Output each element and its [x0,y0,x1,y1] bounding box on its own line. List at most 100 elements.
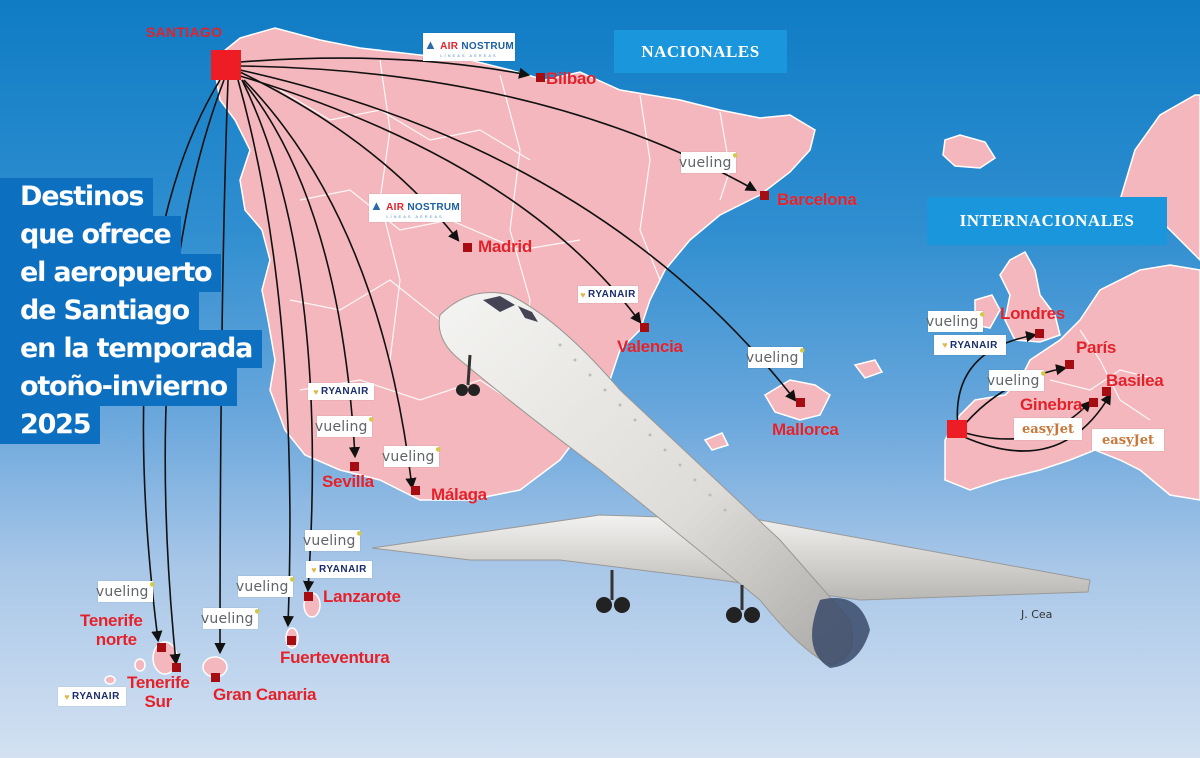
route-lanzarote [241,79,315,593]
headline-line: 2025 [0,406,101,444]
city-label-tenerife-norte: Tenerife norte [80,611,143,649]
city-label-tenerife-sur: Tenerife Sur [127,673,190,711]
city-label-line: Tenerife [127,673,190,692]
city-label-madrid: Madrid [478,237,532,256]
vueling-logo-mallorca: vueling● [746,347,806,368]
city-dot-fuerteventura [287,636,296,645]
ryanair-logo-londres: ♥RYANAIR [934,335,1006,355]
city-label-line: norte [95,630,137,649]
origin-marker-santiago-europe [947,420,967,438]
vueling-logo-fuerteventura: vueling● [236,576,296,597]
easyjet-logo-basilea: easyJet [1092,429,1164,451]
harp-icon: ♥ [942,340,949,350]
city-label-basilea: Basilea [1106,371,1164,390]
city-label-malaga: Málaga [431,485,487,504]
harp-icon: ♥ [580,289,587,300]
star-icon: ● [356,530,363,537]
harp-icon: ♥ [311,564,318,575]
city-dot-valencia [640,323,649,332]
photo-credit: J. Cea [1021,608,1053,621]
star-icon: ● [289,576,296,583]
city-dot-bilbao [536,73,545,82]
city-dot-tenerife-norte [157,643,166,652]
airnostrum-logo-madrid: ▲AIR NOSTRUM LÍNEAS AÉREAS [369,194,461,222]
harp-icon: ♥ [64,691,71,702]
route-mallorca [239,69,797,402]
headline-line: otoño-invierno [0,368,237,406]
ibiza-island [703,432,730,451]
city-dot-gran-canaria [211,673,220,682]
headline-line: en la temporada [0,330,263,368]
star-icon: ● [979,311,986,318]
origin-label: SANTIAGO [146,24,223,40]
city-dot-barcelona [760,191,769,200]
vueling-logo-gran-canaria: vueling● [201,608,261,629]
city-label-barcelona: Barcelona [777,190,857,209]
easyjet-logo-ginebra: easyJet [1014,418,1082,440]
route-valencia [239,75,642,324]
star-icon: ● [368,416,375,423]
headline-line: de Santiago [0,292,199,330]
hierro-island [104,675,116,685]
star-icon: ● [732,152,739,159]
city-label-ginebra: Ginebra [1020,395,1083,414]
city-label-line: Tenerife [80,611,143,630]
star-icon: ● [799,347,806,354]
ryanair-logo-lanzarote: ♥RYANAIR [306,561,372,578]
headline-line: Destinos [0,178,154,216]
headline-line: que ofrece [0,216,181,254]
headline-line: el aeropuerto [0,254,222,292]
route-londres [956,331,1038,429]
city-dot-londres [1035,329,1044,338]
city-label-bilbao: Bilbao [546,69,597,88]
route-malaga [243,79,417,490]
vueling-logo-londres: vueling● [926,311,986,332]
star-icon: ● [1040,370,1047,377]
la-palma-island [134,658,146,672]
ryanair-logo-tenerife-sur: ♥RYANAIR [58,687,126,706]
vueling-logo-malaga: vueling● [382,446,442,467]
iceland [942,134,997,169]
vueling-logo-paris: vueling● [987,370,1047,391]
city-label-paris: París [1076,338,1117,357]
route-bilbao [239,57,531,79]
city-dot-sevilla [350,462,359,471]
city-dot-malaga [411,486,420,495]
city-dot-basilea [1102,387,1111,396]
city-label-line: Sur [144,692,173,711]
headline: Destinos que ofrece el aeropuerto de San… [0,178,263,444]
ryanair-logo-valencia: ♥RYANAIR [578,286,638,303]
vueling-logo-tenerife-norte: vueling● [96,581,156,602]
sail-icon: ▲ [369,197,384,213]
city-label-sevilla: Sevilla [322,472,374,491]
nacionales-label: NACIONALES [614,30,787,73]
city-label-lanzarote: Lanzarote [323,587,401,606]
route-fuerteventura [237,79,294,628]
city-dot-tenerife-sur [172,663,181,672]
city-label-fuerteventura: Fuerteventura [280,648,390,667]
harp-icon: ♥ [313,386,320,397]
great-britain [999,250,1061,343]
route-basilea [961,393,1112,452]
city-dot-madrid [463,243,472,252]
city-label-londres: Londres [1000,304,1065,323]
city-label-valencia: Valencia [617,337,683,356]
star-icon: ● [149,581,156,588]
airnostrum-logo-bilbao: ▲AIR NOSTRUM LÍNEAS AÉREAS [423,33,515,61]
vueling-logo-barcelona: vueling● [679,152,739,173]
city-dot-lanzarote [304,592,313,601]
vueling-logo-sevilla: vueling● [315,416,375,437]
star-icon: ● [435,446,442,453]
city-dot-paris [1065,360,1074,369]
city-dot-mallorca [796,398,805,407]
internacionales-label: INTERNACIONALES [927,197,1167,245]
menorca-island [853,359,884,379]
city-label-mallorca: Mallorca [772,420,839,439]
sail-icon: ▲ [423,36,438,52]
vueling-logo-lanzarote: vueling● [303,530,363,551]
star-icon: ● [254,608,261,615]
ryanair-logo-sevilla: ♥RYANAIR [308,383,374,400]
city-dot-ginebra [1089,398,1098,407]
